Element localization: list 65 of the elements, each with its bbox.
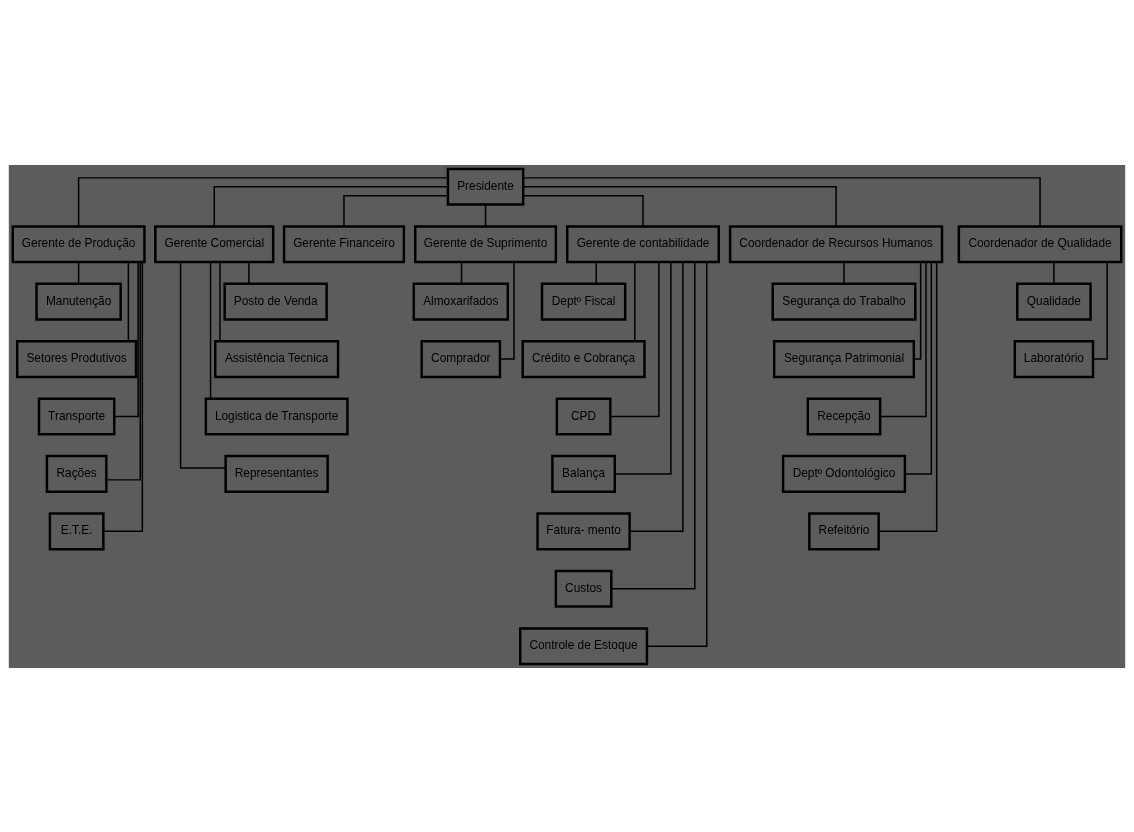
connector <box>484 203 487 227</box>
connector <box>614 261 672 475</box>
connector <box>499 260 515 360</box>
node-box: Gerente de Suprimento <box>414 224 558 263</box>
node-box: Rações <box>45 454 108 493</box>
connector <box>634 260 636 342</box>
connector <box>646 261 708 647</box>
node-box: Balança <box>551 454 616 493</box>
connector <box>522 185 837 227</box>
connector <box>522 176 1041 227</box>
node-box: E.T.E. <box>48 511 105 550</box>
connector <box>879 261 927 417</box>
node-box: Transporte <box>37 396 116 436</box>
connector <box>522 194 644 227</box>
node-box: Fatura- mento <box>536 511 631 550</box>
node-box: Crédito e Cobrança <box>521 339 646 378</box>
node-box: Representantes <box>224 454 329 493</box>
node-box: Manutenção <box>35 282 122 321</box>
node-box: Coordenador de Qualidade <box>957 224 1123 263</box>
node-box: Logistica de Transporte <box>204 396 349 436</box>
connector <box>343 194 449 227</box>
connector <box>460 260 463 284</box>
connector <box>248 260 250 284</box>
node-box: Presidente <box>446 167 525 206</box>
connector <box>878 260 938 532</box>
connector <box>843 260 845 284</box>
connector <box>103 260 144 532</box>
connector <box>609 261 660 417</box>
node-box: Custos <box>554 569 613 608</box>
node-box: Recepção <box>806 396 882 436</box>
node-box: Almoxarifados <box>412 282 510 321</box>
connector <box>913 260 922 360</box>
connector <box>610 261 696 590</box>
node-box: Laboratório <box>1013 339 1095 378</box>
connector <box>1092 260 1108 360</box>
connector <box>1053 260 1055 284</box>
connector <box>213 185 449 227</box>
node-box: Deptº Fiscal <box>540 282 627 321</box>
node-box: Deptº Odontológico <box>781 454 907 493</box>
connector <box>595 260 597 284</box>
node-box: Qualidade <box>1016 282 1092 321</box>
node-box: Assistência Tecnica <box>214 339 340 378</box>
connector <box>113 261 139 417</box>
node-box: Comprador <box>420 339 502 378</box>
connector <box>219 260 221 342</box>
node-box: Refeitório <box>808 511 880 550</box>
node-box: Controle de Estoque <box>519 626 649 665</box>
node-box: Gerente de Produção <box>11 224 146 263</box>
node-box: Gerente de contabilidade <box>566 224 720 263</box>
node-box: Gerente Financeiro <box>282 224 406 263</box>
connector <box>77 260 80 284</box>
node-box: Setores Produtivos <box>15 339 138 378</box>
node-box: Gerente Comercial <box>154 224 275 263</box>
node-box: Coordenador de Recursos Humanos <box>728 224 944 263</box>
connector <box>179 260 227 469</box>
connector <box>629 260 684 532</box>
node-box: Posto de Venda <box>223 282 328 321</box>
connector <box>105 261 141 481</box>
connector <box>904 261 933 475</box>
node-box: Segurança do Trabalho <box>771 282 917 321</box>
connector <box>209 261 212 399</box>
connector <box>127 260 130 342</box>
node-box: CPD <box>555 396 612 436</box>
connector <box>77 176 449 227</box>
node-box: Segurança Patrimonial <box>772 339 916 378</box>
